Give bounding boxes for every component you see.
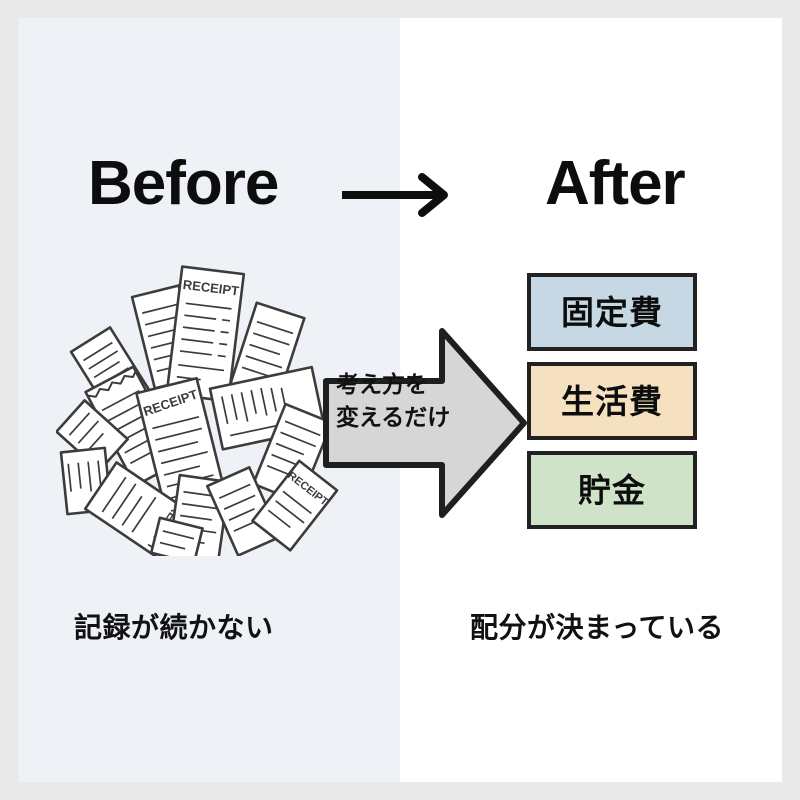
transition-arrow-icon bbox=[338, 170, 458, 220]
after-caption: 配分が決まっている bbox=[470, 612, 724, 643]
category-label: 貯金 bbox=[578, 471, 646, 509]
category-box-savings[interactable]: 貯金 bbox=[527, 451, 697, 529]
category-box-fixed-costs[interactable]: 固定費 bbox=[527, 273, 697, 351]
category-label: 固定費 bbox=[561, 293, 663, 331]
poster-canvas: Before After bbox=[18, 18, 782, 782]
category-label: 生活費 bbox=[561, 382, 663, 420]
receipt-pile-illustration: RECEIPT bbox=[55, 256, 346, 567]
block-arrow-label: 考え方を 変えるだけ bbox=[336, 371, 451, 430]
budget-category-list: 固定費 生活費 貯金 bbox=[527, 273, 709, 540]
block-arrow-right-icon bbox=[320, 323, 530, 523]
before-heading: Before bbox=[88, 149, 279, 218]
before-caption: 記録が続かない bbox=[74, 612, 274, 643]
receipt-label: RECEIPT bbox=[182, 277, 240, 299]
category-box-living-costs[interactable]: 生活費 bbox=[527, 362, 697, 440]
after-heading: After bbox=[545, 149, 686, 218]
